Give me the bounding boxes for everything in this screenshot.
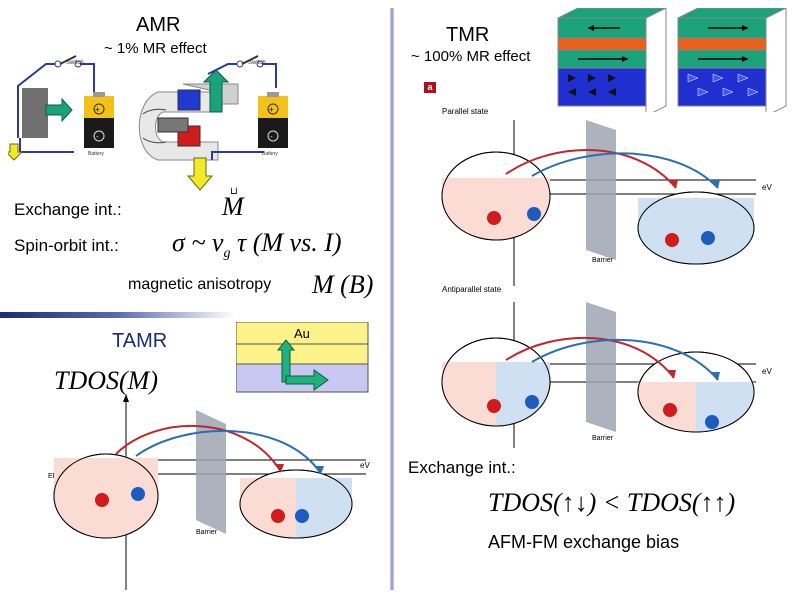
svg-text:Antiparallel state: Antiparallel state [442, 285, 502, 294]
au-label: Au [294, 326, 310, 341]
anisotropy-label: magnetic anisotropy [128, 276, 272, 293]
green-arrow-up-icon [202, 69, 230, 113]
tmr-layer-stacks [557, 8, 787, 112]
switch-label-right: Switch [248, 60, 266, 66]
tamr-formula: TDOS(M) [54, 366, 158, 395]
amr-circuit-illustration: Switch + - Battery Switch + - Battery [8, 55, 288, 191]
afm-fm-caption: AFM-FM exchange bias [488, 532, 680, 552]
tmr-parallel-diagram: Parallel state EF eV Barrier [441, 107, 772, 286]
green-arrow-icon [45, 97, 73, 123]
tamr-title: TAMR [112, 330, 168, 352]
exchange-formula: M [222, 192, 244, 221]
svg-text:EF: EF [48, 473, 57, 480]
yellow-arrow-icon [8, 143, 24, 161]
switch-label-left: Switch [66, 60, 84, 66]
vertical-divider [390, 8, 394, 590]
battery-label-right: Battery [262, 151, 278, 157]
tmr-title: TMR [446, 24, 490, 46]
svg-text:Parallel state: Parallel state [442, 107, 489, 116]
tmr-antiparallel-diagram: Antiparallel state EF eV Barrier [441, 285, 772, 448]
amr-subtitle: ~ 1% MR effect [104, 40, 207, 57]
svg-text:-: - [270, 132, 273, 141]
stack-antiparallel [677, 8, 787, 112]
battery-label-left: Battery [88, 151, 104, 157]
tmr-subtitle: ~ 100% MR effect [411, 48, 531, 65]
spin-orbit-label: Spin-orbit int.: [14, 236, 119, 255]
stack-parallel [557, 8, 667, 112]
yellow-down-arrow-icon [186, 157, 214, 191]
svg-text:eV: eV [762, 183, 772, 192]
amr-title: AMR [136, 14, 181, 36]
anisotropy-formula: M (B) [312, 270, 374, 299]
tamr-tunnel-diagram: EF eV Barrier [48, 394, 370, 590]
horseshoe-magnet [138, 83, 239, 161]
section-divider [0, 312, 235, 318]
exchange-int-label: Exchange int.: [14, 200, 122, 219]
svg-text:eV: eV [762, 367, 772, 376]
svg-text:-: - [96, 132, 99, 141]
magnet-sample [157, 117, 189, 133]
amr-sample [22, 88, 48, 138]
vector-mark: ⊔ [230, 186, 238, 197]
svg-text:Barrier: Barrier [592, 435, 614, 442]
svg-text:+: + [95, 105, 100, 114]
green-arrow-right-icon-2 [285, 369, 329, 391]
au-layer-box: Au [236, 322, 369, 393]
magnet-pole-blue [177, 89, 201, 111]
panel-letter: a [424, 82, 436, 93]
svg-text:+: + [269, 105, 274, 114]
exchange-int-label-right: Exchange int.: [408, 458, 516, 477]
svg-text:Barrier: Barrier [592, 257, 614, 264]
tdos-formula: TDOS(↑↓) < TDOS(↑↑) [488, 488, 736, 517]
spin-orbit-formula: σ ~ vg τ (M vs. I) [172, 228, 342, 262]
svg-text:Barrier: Barrier [196, 529, 218, 536]
svg-text:eV: eV [360, 461, 370, 470]
barrier-block [196, 410, 226, 534]
